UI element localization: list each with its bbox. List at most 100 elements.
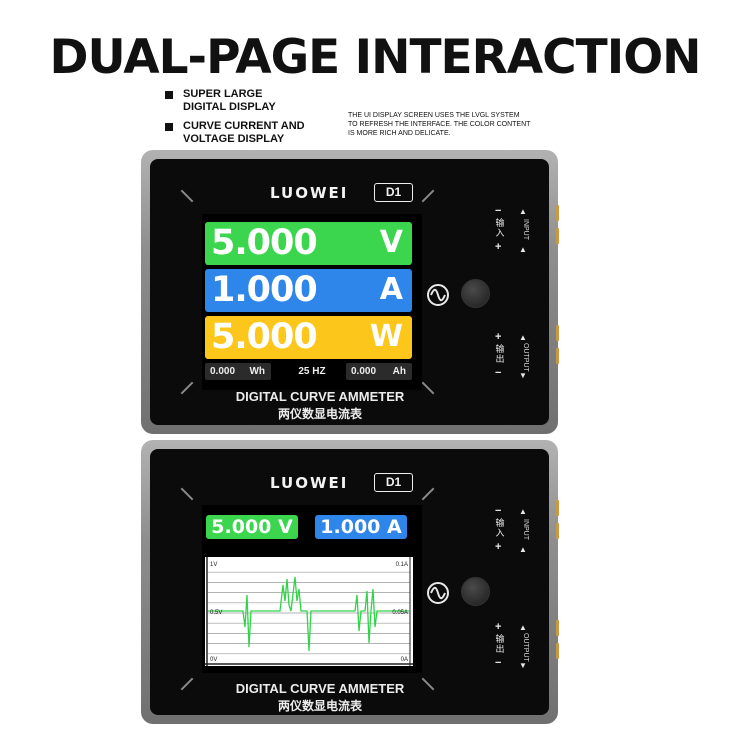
corner-mark-icon <box>180 189 194 203</box>
feature-list: SUPER LARGE DIGITAL DISPLAY CURVE CURREN… <box>165 88 305 152</box>
meter-device-page2: LUOWEI D1 5.000 V 1.000 A 1V 0.5V 0V <box>141 440 558 724</box>
charge-unit: Ah <box>392 366 406 377</box>
charge-readout: 0.000 Ah <box>346 363 412 380</box>
device-label-cn: 两仪数显电流表 <box>277 407 362 421</box>
input-label-cn: 输入 <box>495 219 505 239</box>
model-badge: D1 <box>374 183 413 202</box>
terminal-contact <box>556 643 559 659</box>
output-port-label: + 输出 − ▲ OUTPUT ▼ <box>493 331 533 405</box>
feature-item: CURVE CURRENT AND VOLTAGE DISPLAY <box>165 120 305 146</box>
terminal-contact <box>556 523 559 539</box>
axis-label-right: 0.05A <box>392 610 408 616</box>
note-line: TO REFRESH THE INTERFACE. THE COLOR CONT… <box>348 121 531 128</box>
voltage-chip: 5.000 V <box>206 515 298 539</box>
current-chip: 1.000 A <box>315 515 407 539</box>
axis-label-left: 1V <box>210 562 217 568</box>
brand-logo: LUOWEI <box>270 184 349 202</box>
curve-plot: 1V 0.5V 0V 0.1A 0.05A 0A <box>205 557 413 666</box>
current-unit: A <box>379 272 403 307</box>
terminal-contact <box>556 348 559 364</box>
model-badge: D1 <box>374 473 413 492</box>
headline: DUAL-PAGE INTERACTION <box>49 30 702 85</box>
energy-value: 0.000 <box>210 366 236 377</box>
output-port-label: + 输出 − ▲ OUTPUT ▼ <box>493 621 533 695</box>
terminal-contact <box>556 620 559 636</box>
input-label-en: INPUT <box>522 219 529 240</box>
voltage-unit: V <box>379 225 403 260</box>
terminal-contact <box>556 325 559 341</box>
device-label-en: DIGITAL CURVE AMMETER <box>235 389 405 404</box>
sine-dial-icon <box>427 284 449 306</box>
axis-label-right: 0.1A <box>396 562 408 568</box>
input-port-label: − 输入 + ▲ INPUT ▲ <box>493 205 533 279</box>
terminal-contact <box>556 205 559 221</box>
bullet-square-icon <box>165 91 173 99</box>
terminal-contact <box>556 228 559 244</box>
power-value: 5.000 <box>211 317 318 357</box>
charge-value: 0.000 <box>351 366 377 377</box>
minus-icon: − <box>495 505 502 517</box>
knob-button[interactable] <box>461 577 490 606</box>
axis-label-left: 0V <box>210 657 217 663</box>
device-face: LUOWEI D1 5.000 V 1.000 A 5.000 W 0.000 … <box>150 159 549 425</box>
frequency-readout: 25 HZ <box>298 366 326 377</box>
current-value: 1.000 <box>211 270 318 310</box>
feature-line: VOLTAGE DISPLAY <box>183 133 285 145</box>
arrow-icon: ▲ <box>519 623 527 632</box>
arrow-icon: ▲ <box>519 333 527 342</box>
device-label: DIGITAL CURVE AMMETER 两仪数显电流表 <box>210 389 430 422</box>
axis-label-left: 0.5V <box>210 610 222 616</box>
arrow-icon: ▲ <box>519 207 527 216</box>
arrow-icon: ▲ <box>519 545 527 554</box>
brand-logo: LUOWEI <box>270 474 349 492</box>
energy-readout: 0.000 Wh <box>205 363 271 380</box>
device-label-en: DIGITAL CURVE AMMETER <box>235 681 405 696</box>
bullet-square-icon <box>165 123 173 131</box>
feature-line: SUPER LARGE <box>183 88 263 100</box>
curve-line <box>208 576 410 652</box>
plus-icon: + <box>495 331 502 343</box>
knob-button[interactable] <box>461 279 490 308</box>
curve-plot-svg: 1V 0.5V 0V 0.1A 0.05A 0A <box>205 557 413 666</box>
arrow-icon: ▼ <box>519 371 527 380</box>
power-bar: 5.000 W <box>205 316 412 359</box>
plus-icon: + <box>495 621 502 633</box>
corner-mark-icon <box>421 487 435 501</box>
arrow-icon: ▼ <box>519 661 527 670</box>
voltage-bar: 5.000 V <box>205 222 412 265</box>
corner-mark-icon <box>421 189 435 203</box>
voltage-value: 5.000 <box>211 223 318 263</box>
output-label-cn: 输出 <box>495 345 505 365</box>
current-bar: 1.000 A <box>205 269 412 312</box>
ui-note: THE UI DISPLAY SCREEN USES THE LVGL SYST… <box>348 111 530 138</box>
input-label-en: INPUT <box>522 519 529 540</box>
plus-icon: + <box>495 541 502 553</box>
device-face: LUOWEI D1 5.000 V 1.000 A 1V 0.5V 0V <box>150 449 549 715</box>
minus-icon: − <box>495 367 502 379</box>
display-screen: 5.000 V 1.000 A 1V 0.5V 0V 0.1A 0.05A 0A <box>202 505 422 673</box>
corner-mark-icon <box>180 487 194 501</box>
output-label-cn: 输出 <box>495 635 505 655</box>
device-label: DIGITAL CURVE AMMETER 两仪数显电流表 <box>210 681 430 714</box>
device-label-cn: 两仪数显电流表 <box>277 699 362 713</box>
arrow-icon: ▲ <box>519 507 527 516</box>
feature-line: CURVE CURRENT AND <box>183 120 305 132</box>
energy-unit: Wh <box>249 366 265 377</box>
feature-item: SUPER LARGE DIGITAL DISPLAY <box>165 88 305 114</box>
note-line: IS MORE RICH AND DELICATE. <box>348 130 451 137</box>
output-label-en: OUTPUT <box>522 633 529 662</box>
plus-icon: + <box>495 241 502 253</box>
corner-mark-icon <box>180 677 194 691</box>
input-label-cn: 输入 <box>495 519 505 539</box>
minus-icon: − <box>495 205 502 217</box>
axis-label-right: 0A <box>401 657 408 663</box>
arrow-icon: ▲ <box>519 245 527 254</box>
minus-icon: − <box>495 657 502 669</box>
output-label-en: OUTPUT <box>522 343 529 372</box>
display-screen: 5.000 V 1.000 A 5.000 W 0.000 Wh 25 HZ 0… <box>202 214 422 390</box>
input-port-label: − 输入 + ▲ INPUT ▲ <box>493 505 533 579</box>
corner-mark-icon <box>180 381 194 395</box>
terminal-contact <box>556 500 559 516</box>
feature-line: DIGITAL DISPLAY <box>183 101 276 113</box>
power-unit: W <box>369 319 403 354</box>
